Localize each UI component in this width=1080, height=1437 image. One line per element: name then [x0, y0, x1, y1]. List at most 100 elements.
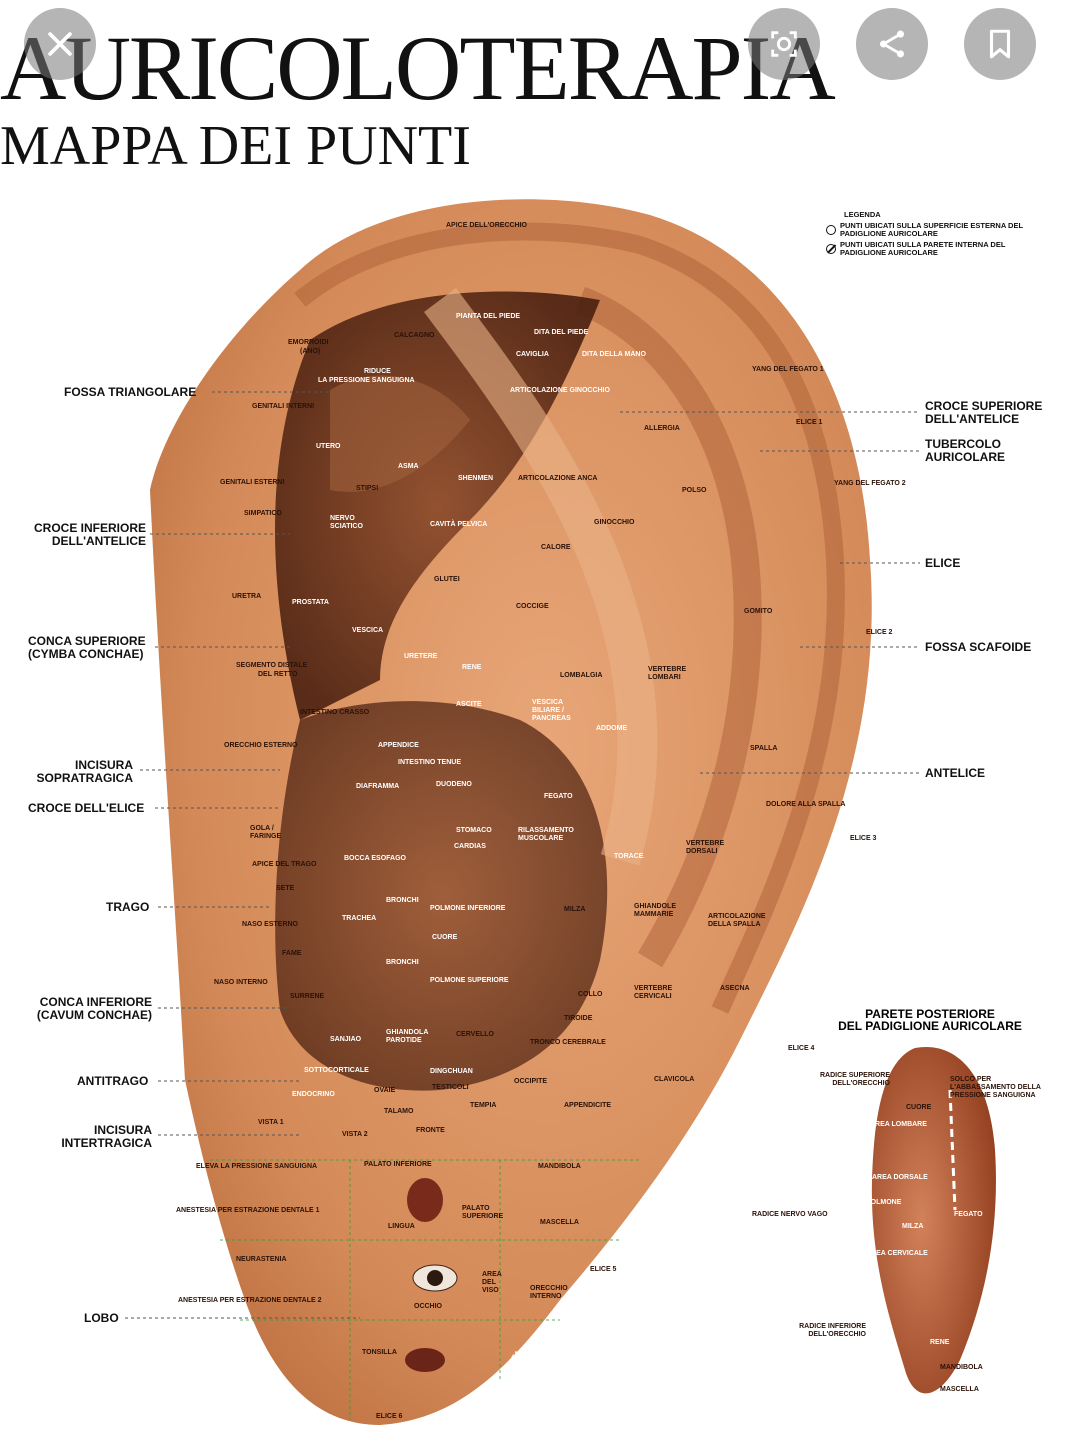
share-button[interactable]	[856, 8, 928, 80]
point-label: GENITALI INTERNI	[252, 403, 315, 410]
point-label: VESCICA BILIARE / PANCREAS	[532, 699, 571, 722]
point-label: ADDOME	[596, 725, 628, 732]
point-label: GLUTEI	[434, 576, 460, 583]
point-label: MILZA	[902, 1223, 924, 1230]
point-label: VERTEBRE DORSALI	[686, 840, 725, 855]
label-line: (CAVUM CONCHAE)	[36, 1008, 152, 1022]
point-label: VERTEBRE LOMBARI	[648, 666, 687, 681]
point-label: ENDOCRINO	[292, 1091, 335, 1098]
outer-point-icon	[826, 225, 836, 235]
point-label: FAME	[282, 950, 302, 957]
point-label: ASCITE	[456, 701, 482, 708]
page-title: AURICOLOTERAPIA	[0, 17, 836, 119]
point-label: FEGATO	[954, 1211, 983, 1218]
point-label: STIPSI	[356, 485, 379, 492]
point-label: VISTA 2	[342, 1131, 368, 1138]
point-label: ASECNA	[720, 985, 750, 992]
point-label: SANJIAO	[330, 1036, 362, 1043]
point-label: POLMONE INFERIORE	[430, 905, 506, 912]
point-label: INTESTINO TENUE	[398, 759, 462, 766]
point-label: ORECCHIO INTERNO	[530, 1285, 568, 1300]
point-label: VERTEBRE CERVICALI	[634, 985, 673, 1000]
point-label: GHIANDOLE MAMMARIE	[634, 903, 676, 918]
point-label: RADICE NERVO VAGO	[752, 1211, 828, 1218]
page-subtitle: MAPPA DEI PUNTI	[0, 115, 471, 177]
point-label: APPENDICE	[378, 742, 419, 749]
label-line: INTERTRAGICA	[61, 1136, 152, 1150]
point-label: BOCCA ESOFAGO	[344, 855, 406, 862]
point-label: GOLA / FARINGE	[250, 825, 282, 840]
close-button[interactable]	[24, 8, 96, 80]
point-label: SEGMENTO DISTALE	[236, 662, 308, 669]
point-label: MILZA	[564, 906, 586, 913]
lens-button[interactable]	[748, 8, 820, 80]
label-antitrago: ANTITRAGO	[77, 1074, 149, 1088]
point-label: RENE	[462, 664, 482, 671]
point-label: AREA LOMBARE	[870, 1121, 927, 1128]
label-trago: TRAGO	[106, 900, 150, 914]
point-label: URETRA	[232, 593, 262, 600]
point-label: PIANTA DEL PIEDE	[456, 313, 521, 320]
point-label: ANESTESIA PER ESTRAZIONE DENTALE 1	[176, 1207, 320, 1214]
point-label: OCCIPITE	[514, 1078, 548, 1085]
point-label: LOMBALGIA	[560, 672, 603, 679]
point-label: SIMPATICO	[244, 510, 282, 517]
point-label: POLSO	[682, 487, 707, 494]
point-label: SHENMEN	[458, 475, 494, 482]
point-label: COCCIGE	[516, 603, 549, 610]
point-label: TORACE	[614, 853, 644, 860]
label-line: (CYMBA CONCHAE)	[28, 647, 144, 661]
point-label: ELICE 2	[866, 629, 893, 636]
label-line: CONCA INFERIORE	[39, 995, 152, 1009]
point-label: ARTICOLAZIONE DELLA SPALLA	[708, 913, 766, 928]
point-label: DEL RETTO	[258, 671, 298, 678]
bookmark-button[interactable]	[964, 8, 1036, 80]
point-label: NASO INTERNO	[214, 979, 268, 986]
point-label: RIDUCE	[364, 368, 391, 375]
point-label: CLAVICOLA	[654, 1076, 695, 1083]
point-label: UTERO	[316, 443, 341, 450]
point-label: BRONCHI	[386, 897, 419, 904]
label-croce-elice: CROCE DELL'ELICE	[28, 801, 145, 815]
legend-outer: PUNTI UBICATI SULLA SUPERFICIE ESTERNA D…	[840, 221, 1023, 238]
point-label: AREA DEL VISO	[482, 1271, 502, 1294]
point-label: DITA DELLA MANO	[582, 351, 646, 358]
point-label: YANG DEL FEGATO 2	[834, 480, 906, 487]
point-label: SOLCO PER L'ABBASSAMENTO DELLA PRESSIONE…	[950, 1076, 1041, 1099]
point-label: VESCICA	[352, 627, 384, 634]
point-label: FEGATO	[544, 793, 573, 800]
point-label: SETE	[276, 885, 295, 892]
point-label: RADICE INFERIORE DELL'ORECCHIO	[799, 1323, 866, 1338]
point-label: ELICE 6	[376, 1413, 403, 1420]
point-label: ELICE 3	[850, 835, 877, 842]
point-label: ELICE 5	[590, 1266, 617, 1273]
point-label: RENE	[930, 1339, 950, 1346]
point-label: BRONCHI	[386, 959, 419, 966]
label-line: SOPRATRAGICA	[36, 771, 133, 785]
label-lobo: LOBO	[84, 1311, 119, 1325]
point-label: NERVO SCIATICO	[330, 515, 363, 530]
point-label: POLMONE SUPERIORE	[430, 977, 509, 984]
point-label: GENITALI ESTERNI	[220, 479, 285, 486]
point-label: ARTICOLAZIONE GINOCCHIO	[510, 387, 610, 394]
point-label: FRONTE	[416, 1127, 445, 1134]
point-label: MASCELLA	[540, 1219, 579, 1226]
point-label: TEMPIA	[470, 1102, 497, 1109]
point-label: CUORE	[432, 934, 458, 941]
label-line: INCISURA	[74, 758, 133, 772]
concha	[275, 701, 608, 1091]
point-label: POLMONE	[866, 1199, 902, 1206]
point-label: URETERE	[404, 653, 438, 660]
point-label: TALAMO	[384, 1108, 414, 1115]
point-label: CAVIGLIA	[516, 351, 549, 358]
point-label: TONSILLA	[362, 1349, 397, 1356]
point-label: ELEVA LA PRESSIONE SANGUIGNA	[196, 1163, 318, 1170]
point-label: DUODENO	[436, 781, 472, 788]
point-label: TRACHEA	[342, 915, 377, 922]
point-label: APICE DEL TRAGO	[252, 861, 317, 868]
point-label: GOMITO	[744, 608, 773, 615]
share-icon	[879, 30, 905, 58]
